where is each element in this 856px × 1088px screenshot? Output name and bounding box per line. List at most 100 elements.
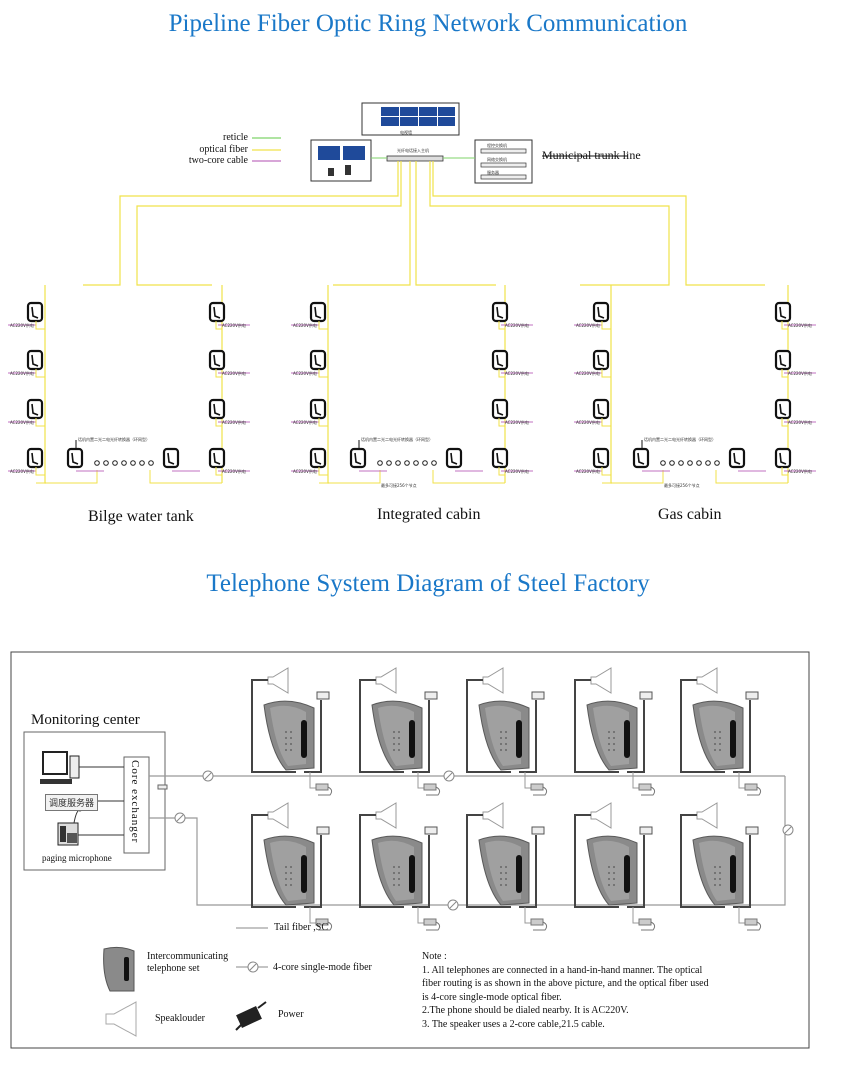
node-dot [669, 460, 675, 466]
telephone-station [574, 802, 656, 931]
diagram2-title: Telephone System Diagram of Steel Factor… [206, 570, 650, 597]
telephone-station [251, 667, 333, 796]
cabin-ring-2 [291, 285, 533, 484]
ip-phone-icon [592, 301, 610, 323]
converter-note: 话机内置二光二电光纤转换器（环网型） [78, 437, 150, 442]
telephone-station [680, 667, 762, 796]
intercom-phone-icon [478, 700, 530, 771]
power-label: AC220V供电 [788, 420, 812, 425]
dispatch-server-label: 调度服务器 [45, 794, 99, 811]
intercom-phone-icon [692, 835, 744, 906]
node-dot [678, 460, 684, 466]
ip-phone-icon [491, 301, 509, 323]
converter-note: 话机内置二光二电光纤转换器（环网型） [644, 437, 716, 442]
power-label: AC220V供电 [293, 323, 317, 328]
node-dot [395, 460, 401, 466]
node-dot [130, 460, 136, 466]
ip-phone-icon [208, 349, 226, 371]
ip-phone-icon [349, 447, 367, 469]
rack-item-2: 网络交换机 [487, 157, 507, 162]
power-label: AC220V供电 [576, 469, 600, 474]
note-line-3: 3. The speaker uses a 2-core cable,21.5 … [422, 1018, 605, 1030]
telephone-station [680, 802, 762, 931]
ip-phone-icon [491, 447, 509, 469]
node-dot [660, 460, 666, 466]
intercom-phone-icon [263, 700, 315, 771]
power-label: AC220V供电 [222, 323, 246, 328]
ip-phone-icon [26, 301, 44, 323]
speaker-icon [590, 802, 612, 829]
intercom-phone-icon [263, 835, 315, 906]
ip-phone-icon [592, 349, 610, 371]
power-label: AC220V供电 [505, 420, 529, 425]
telephone-station [251, 802, 333, 931]
ip-phone-icon [208, 398, 226, 420]
video-wall-label: 电视墙 [400, 130, 412, 135]
legend-fiber-label2: 4-core single-mode fiber [273, 962, 372, 973]
ip-phone-icon [491, 349, 509, 371]
power-label: AC220V供电 [293, 420, 317, 425]
speaker-icon [267, 802, 289, 829]
node-dot [148, 460, 154, 466]
node-dot [431, 460, 437, 466]
telephone-station [466, 667, 548, 796]
note-line-1: 1. All telephones are connected in a han… [422, 964, 709, 1003]
fiber-marker-icon [174, 812, 186, 824]
power-label: AC220V供电 [222, 469, 246, 474]
ip-phone-icon [728, 447, 746, 469]
node-dot [696, 460, 702, 466]
telephone-station [359, 802, 441, 931]
speaker-icon [696, 667, 718, 694]
legend-reticle-label: reticle [223, 132, 248, 143]
power-label: AC220V供电 [10, 469, 34, 474]
legend-fiber-label: optical fiber [199, 144, 248, 155]
cabin-label-bilge: Bilge water tank [88, 508, 194, 525]
ip-phone-icon [592, 398, 610, 420]
rack-item-1: 程控交换机 [487, 143, 507, 148]
power-label: AC220V供电 [222, 420, 246, 425]
monitoring-center-box [23, 731, 166, 871]
power-label: AC220V供电 [10, 420, 34, 425]
cabin-label-gas: Gas cabin [658, 506, 722, 523]
power-label: AC220V供电 [293, 371, 317, 376]
ip-phone-icon [208, 447, 226, 469]
node-dot [687, 460, 693, 466]
cabin-ring-1 [8, 285, 250, 484]
computer-icon [40, 751, 80, 784]
fiber-marker-icon [782, 824, 794, 836]
ip-phone-icon [774, 398, 792, 420]
cabin-label-integrated: Integrated cabin [377, 506, 481, 523]
ip-phone-icon [66, 447, 84, 469]
speaker-icon [375, 802, 397, 829]
trunk-fiber-lines [83, 161, 765, 286]
legend-power-label: Power [278, 1009, 304, 1020]
node-dot [705, 460, 711, 466]
intercom-phone-icon [586, 835, 638, 906]
outer-frame [10, 651, 810, 1049]
ip-phone-icon [632, 447, 650, 469]
power-label: AC220V供电 [576, 420, 600, 425]
telephone-station [574, 667, 656, 796]
console-workstation [310, 139, 372, 182]
fiber-marker-icon [443, 770, 455, 782]
diagram1-title: Pipeline Fiber Optic Ring Network Commun… [168, 10, 688, 37]
legend-phone-label: Intercommunicating telephone set [147, 951, 229, 974]
node-dot [413, 460, 419, 466]
speaker-icon [482, 667, 504, 694]
ip-phone-icon [774, 447, 792, 469]
speaker-icon [267, 667, 289, 694]
node-dot [422, 460, 428, 466]
ip-phone-icon [162, 447, 180, 469]
ip-phone-icon [491, 398, 509, 420]
speaker-icon [590, 667, 612, 694]
fiber-marker-icon [202, 770, 214, 782]
intercom-phone-icon [371, 700, 423, 771]
power-label: AC220V供电 [505, 469, 529, 474]
ip-phone-icon [309, 301, 327, 323]
legend-power-icon [235, 1001, 267, 1031]
note-line-2: 2.The phone should be dialed nearby. It … [422, 1005, 629, 1016]
node-dot [714, 460, 720, 466]
power-label: AC220V供电 [788, 469, 812, 474]
telephone-station [466, 802, 548, 931]
